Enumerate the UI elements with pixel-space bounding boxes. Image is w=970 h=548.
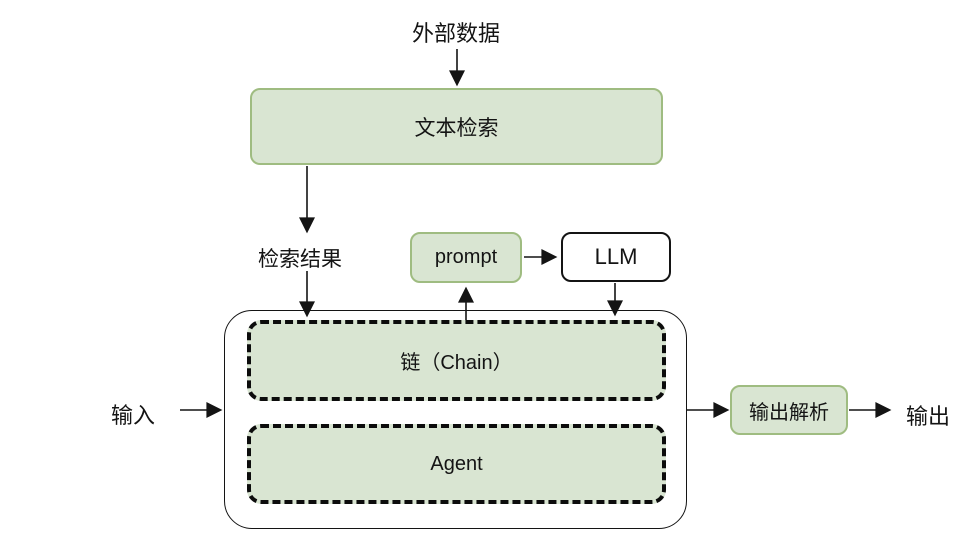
llm-label: LLM	[594, 244, 638, 269]
external-data-label: 外部数据	[411, 21, 500, 46]
agent-label: Agent	[430, 452, 483, 475]
chain-label: 链（Chain）	[400, 352, 513, 374]
prompt-label: prompt	[434, 246, 498, 268]
prompt-node: prompt	[410, 232, 522, 283]
text-retrieval-node: 文本检索	[250, 88, 663, 165]
retrieval-result-label: 检索结果	[258, 248, 342, 271]
output-label: 输出	[905, 404, 950, 429]
chain-node: 链（Chain）	[247, 320, 666, 401]
input-label: 输入	[110, 403, 155, 428]
output-parser-node: 输出解析	[730, 385, 848, 435]
output-parser-label: 输出解析	[749, 401, 829, 424]
agent-node: Agent	[247, 424, 666, 504]
llm-node: LLM	[561, 232, 671, 282]
text-retrieval-label: 文本检索	[414, 116, 499, 140]
pipeline-container: 链（Chain） Agent	[224, 310, 687, 529]
